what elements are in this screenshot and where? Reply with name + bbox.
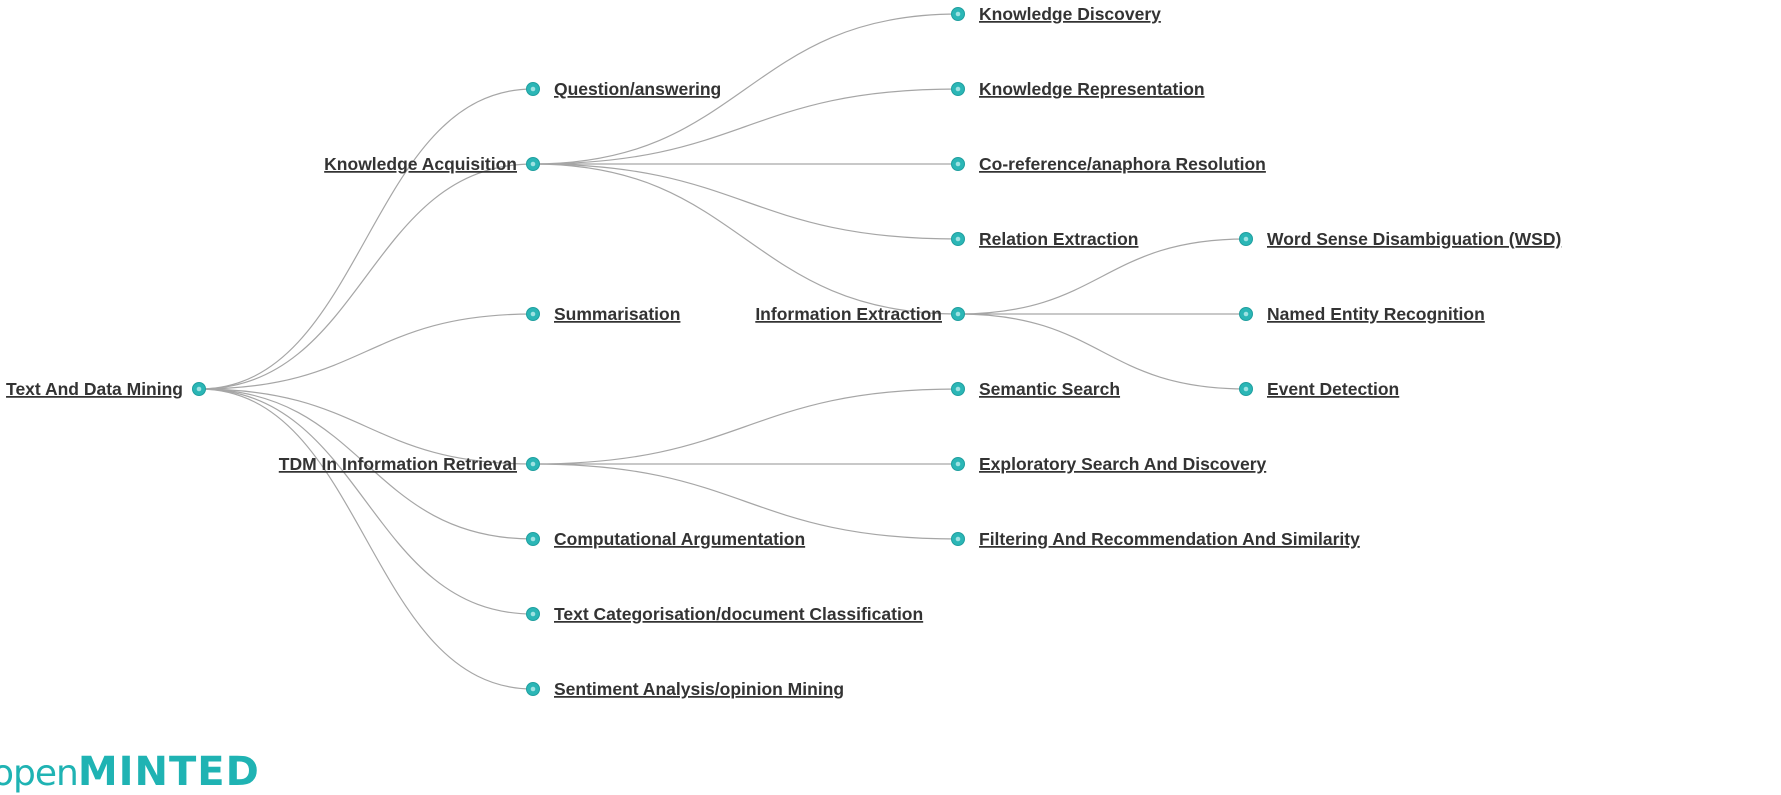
node-esd[interactable]: Exploratory Search And Discovery [951, 454, 1267, 474]
openminted-logo: openMINTED [0, 752, 260, 792]
link-ka-kd [532, 13, 959, 165]
node-re[interactable]: Relation Extraction [951, 229, 1139, 249]
link-ka-ie [532, 163, 959, 315]
node-label-re[interactable]: Relation Extraction [979, 229, 1138, 249]
node-label-tdmir[interactable]: TDM In Information Retrieval [279, 454, 517, 474]
link-ka-kr [532, 88, 959, 165]
node-circle-center-icon [1243, 311, 1249, 317]
node-circle-center-icon [955, 86, 961, 92]
node-label-tc[interactable]: Text Categorisation/document Classificat… [554, 604, 923, 624]
node-circle-center-icon [955, 11, 961, 17]
node-sum[interactable]: Summarisation [526, 304, 681, 324]
link-ie-ed [957, 313, 1247, 390]
node-label-sum[interactable]: Summarisation [554, 304, 680, 324]
node-circle-center-icon [530, 686, 536, 692]
node-label-cr[interactable]: Co-reference/anaphora Resolution [979, 154, 1266, 174]
node-cr[interactable]: Co-reference/anaphora Resolution [951, 154, 1266, 174]
link-tdmir-frs [532, 463, 959, 540]
node-label-frs[interactable]: Filtering And Recommendation And Similar… [979, 529, 1360, 549]
logo-brand: MINTED [77, 749, 260, 795]
node-ka[interactable]: Knowledge Acquisition [324, 154, 540, 174]
node-circle-center-icon [1243, 386, 1249, 392]
node-label-sa[interactable]: Sentiment Analysis/opinion Mining [554, 679, 844, 699]
link-root-ca [198, 388, 534, 540]
node-circle-center-icon [955, 161, 961, 167]
node-label-ie[interactable]: Information Extraction [755, 304, 942, 324]
node-label-ka[interactable]: Knowledge Acquisition [324, 154, 517, 174]
node-frs[interactable]: Filtering And Recommendation And Similar… [951, 529, 1361, 549]
node-label-root[interactable]: Text And Data Mining [6, 379, 183, 399]
node-label-ca[interactable]: Computational Argumentation [554, 529, 805, 549]
node-kd[interactable]: Knowledge Discovery [951, 4, 1162, 24]
node-circle-center-icon [955, 311, 961, 317]
link-root-sum [198, 313, 534, 390]
node-circle-center-icon [955, 461, 961, 467]
node-label-qa[interactable]: Question/answering [554, 79, 721, 99]
link-root-tdmir [198, 388, 534, 465]
link-root-ka [198, 163, 534, 390]
node-ed[interactable]: Event Detection [1239, 379, 1400, 399]
node-label-kd[interactable]: Knowledge Discovery [979, 4, 1161, 24]
node-circle-center-icon [1243, 236, 1249, 242]
link-tdmir-ss [532, 388, 959, 465]
node-circle-center-icon [530, 611, 536, 617]
tree-nodes: Text And Data Mining Knowledge Acquisitio… [6, 4, 1561, 699]
node-sa[interactable]: Sentiment Analysis/opinion Mining [526, 679, 845, 699]
node-label-kr[interactable]: Knowledge Representation [979, 79, 1205, 99]
node-circle-center-icon [955, 236, 961, 242]
node-circle-center-icon [530, 161, 536, 167]
node-ca[interactable]: Computational Argumentation [526, 529, 806, 549]
link-root-tc [198, 388, 534, 615]
node-qa[interactable]: Question/answering [526, 79, 722, 99]
node-circle-center-icon [530, 461, 536, 467]
node-circle-center-icon [955, 536, 961, 542]
node-circle-center-icon [530, 86, 536, 92]
node-label-wsd[interactable]: Word Sense Disambiguation (WSD) [1267, 229, 1561, 249]
logo-prefix: open [0, 753, 79, 794]
link-ka-re [532, 163, 959, 240]
node-label-ss[interactable]: Semantic Search [979, 379, 1120, 399]
node-label-ner[interactable]: Named Entity Recognition [1267, 304, 1485, 324]
link-root-qa [198, 88, 534, 390]
tree-links [198, 13, 1247, 690]
node-label-ed[interactable]: Event Detection [1267, 379, 1399, 399]
node-kr[interactable]: Knowledge Representation [951, 79, 1205, 99]
node-ss[interactable]: Semantic Search [951, 379, 1121, 399]
node-circle-center-icon [196, 386, 202, 392]
link-ie-wsd [957, 238, 1247, 315]
node-label-esd[interactable]: Exploratory Search And Discovery [979, 454, 1267, 474]
node-root[interactable]: Text And Data Mining [6, 379, 206, 399]
node-circle-center-icon [530, 536, 536, 542]
node-ner[interactable]: Named Entity Recognition [1239, 304, 1485, 324]
node-tc[interactable]: Text Categorisation/document Classificat… [526, 604, 924, 624]
node-circle-center-icon [530, 311, 536, 317]
node-ie[interactable]: Information Extraction [755, 304, 965, 324]
node-circle-center-icon [955, 386, 961, 392]
link-root-sa [198, 388, 534, 690]
node-tdmir[interactable]: TDM In Information Retrieval [279, 454, 540, 474]
node-wsd[interactable]: Word Sense Disambiguation (WSD) [1239, 229, 1562, 249]
